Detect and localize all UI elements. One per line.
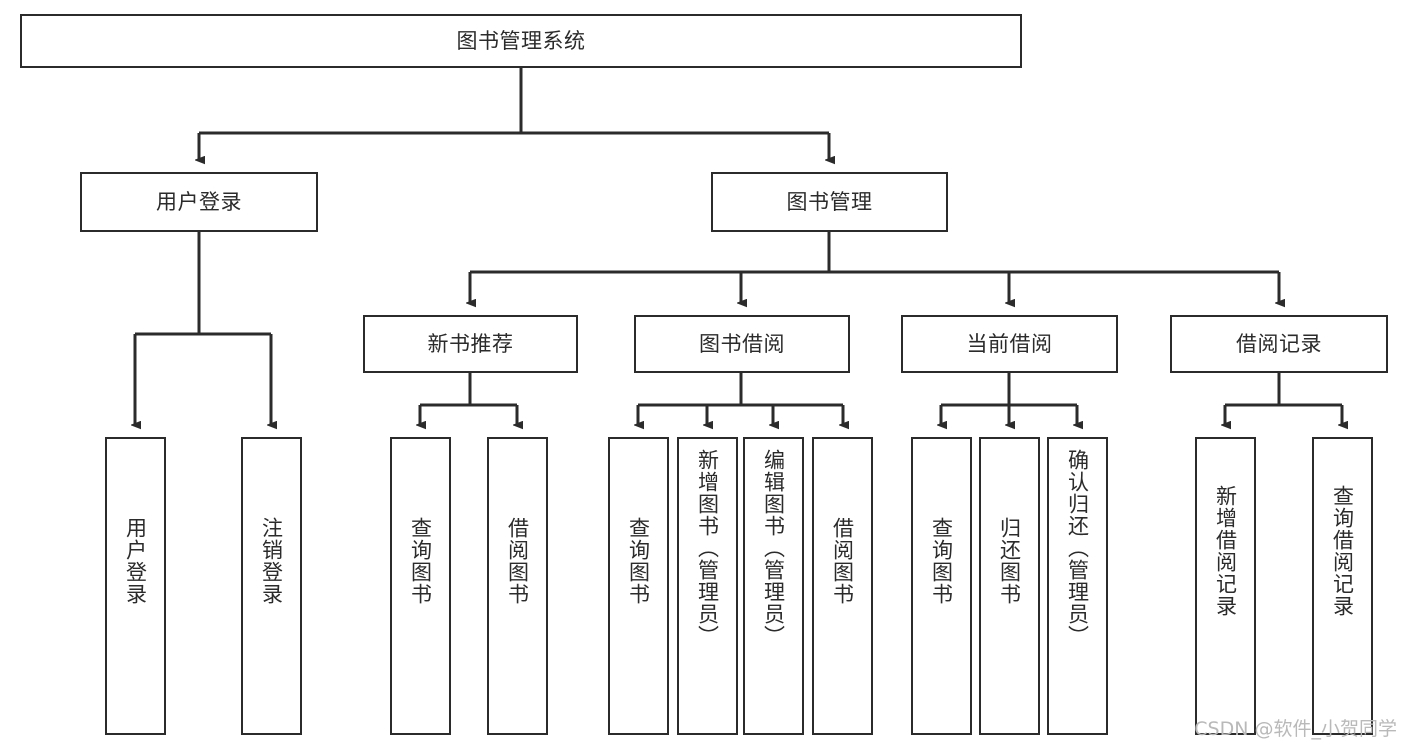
leaf-book-borrow-query-book[interactable]: 查询图书 (608, 437, 669, 735)
node-label: 查询图书 (408, 517, 433, 605)
node-label: 图书管理系统 (456, 28, 586, 53)
leaf-current-borrow-confirm-return-admin[interactable]: 确认归还（管理员） (1047, 437, 1108, 735)
node-label: 图书管理 (786, 189, 873, 214)
leaf-new-book-borrow-book[interactable]: 借阅图书 (487, 437, 548, 735)
node-label: 借阅记录 (1236, 331, 1322, 356)
node-label: 查询图书 (626, 517, 651, 605)
node-label: 查询图书 (929, 517, 954, 605)
node-label: 归还图书 (997, 517, 1022, 605)
leaf-borrow-record-add-record[interactable]: 新增借阅记录 (1195, 437, 1256, 735)
watermark-text: CSDN @软件_小贺同学 (1194, 718, 1397, 740)
leaf-user-login-logout[interactable]: 注销登录 (241, 437, 302, 735)
node-user-login[interactable]: 用户登录 (80, 172, 318, 232)
node-label: 当前借阅 (966, 331, 1053, 356)
node-label: 图书借阅 (699, 331, 785, 356)
leaf-book-borrow-add-book-admin[interactable]: 新增图书（管理员） (677, 437, 738, 735)
node-new-book-recommend[interactable]: 新书推荐 (363, 315, 578, 373)
node-current-borrow[interactable]: 当前借阅 (901, 315, 1118, 373)
node-label: 借阅图书 (830, 517, 855, 605)
node-label: 注销登录 (259, 517, 284, 605)
leaf-book-borrow-borrow-book[interactable]: 借阅图书 (812, 437, 873, 735)
node-label: 确认归还（管理员） (1065, 449, 1090, 647)
leaf-new-book-query-book[interactable]: 查询图书 (390, 437, 451, 735)
leaf-current-borrow-query-book[interactable]: 查询图书 (911, 437, 972, 735)
node-borrow-record[interactable]: 借阅记录 (1170, 315, 1388, 373)
node-label: 新书推荐 (427, 331, 514, 356)
leaf-current-borrow-return-book[interactable]: 归还图书 (979, 437, 1040, 735)
node-label: 新增借阅记录 (1213, 485, 1238, 617)
node-root-system[interactable]: 图书管理系统 (20, 14, 1022, 68)
leaf-borrow-record-query-record[interactable]: 查询借阅记录 (1312, 437, 1373, 735)
node-label: 用户登录 (123, 517, 148, 605)
node-book-management[interactable]: 图书管理 (711, 172, 948, 232)
node-label: 编辑图书（管理员） (761, 449, 786, 647)
node-label: 用户登录 (156, 189, 242, 214)
leaf-book-borrow-edit-book-admin[interactable]: 编辑图书（管理员） (743, 437, 804, 735)
node-label: 新增图书（管理员） (695, 449, 720, 647)
node-book-borrow[interactable]: 图书借阅 (634, 315, 850, 373)
node-label: 借阅图书 (505, 517, 530, 605)
leaf-user-login-login[interactable]: 用户登录 (105, 437, 166, 735)
node-label: 查询借阅记录 (1330, 485, 1355, 617)
